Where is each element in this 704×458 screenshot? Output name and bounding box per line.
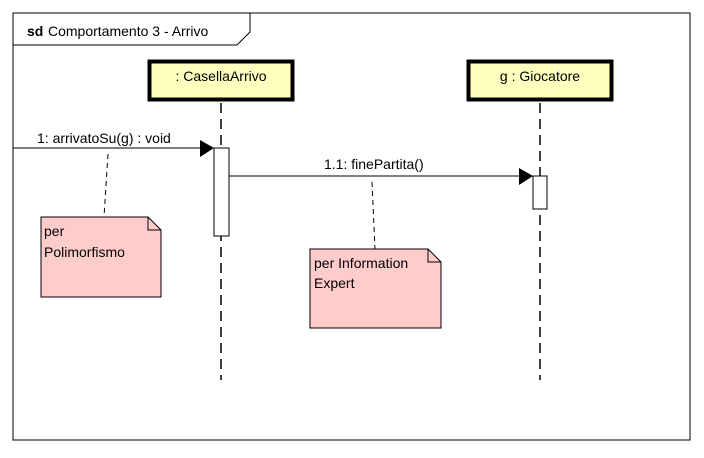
- message-arrivato-su: 1: arrivatoSu(g) : void: [13, 130, 214, 157]
- lifeline-giocatore-head: [467, 60, 613, 101]
- note-polimorfismo: per Polimorfismo: [40, 153, 162, 298]
- note-polimorfismo-line-2: Polimorfismo: [44, 244, 125, 260]
- lifeline-giocatore-label: g : Giocatore: [500, 68, 580, 84]
- lifeline-casella-arrivo: : CasellaArrivo: [147, 59, 295, 380]
- note-polimorfismo-line-1: per: [44, 223, 65, 239]
- message-fine-partita-label: 1.1: finePartita(): [324, 156, 424, 172]
- message-fine-partita-arrowhead: [519, 168, 533, 185]
- lifeline-casella-head: [148, 60, 294, 101]
- note-information-expert-fold: [427, 249, 441, 263]
- note-polimorfismo-fold: [147, 217, 161, 231]
- note-information-expert-line-2: Expert: [314, 275, 355, 291]
- note-information-expert: per Information Expert: [309, 181, 442, 329]
- activation-giocatore: [532, 175, 548, 210]
- note-polimorfismo-connector: [103, 153, 109, 218]
- frame-tab: [13, 13, 251, 46]
- note-polimorfismo-body: [40, 216, 162, 298]
- lifeline-casella-label: : CasellaArrivo: [175, 68, 266, 84]
- message-fine-partita: 1.1: finePartita(): [229, 156, 533, 185]
- message-arrivato-su-arrowhead: [200, 140, 214, 157]
- activation-casella: [213, 147, 230, 237]
- note-information-expert-body: [309, 248, 442, 329]
- lifeline-giocatore: g : Giocatore: [466, 59, 614, 380]
- note-information-expert-line-1: per Information: [314, 255, 408, 271]
- frame-keyword: sd: [27, 23, 43, 39]
- frame-title: Comportamento 3 - Arrivo: [48, 23, 208, 39]
- note-information-expert-connector: [371, 181, 376, 250]
- message-arrivato-su-label: 1: arrivatoSu(g) : void: [37, 130, 171, 146]
